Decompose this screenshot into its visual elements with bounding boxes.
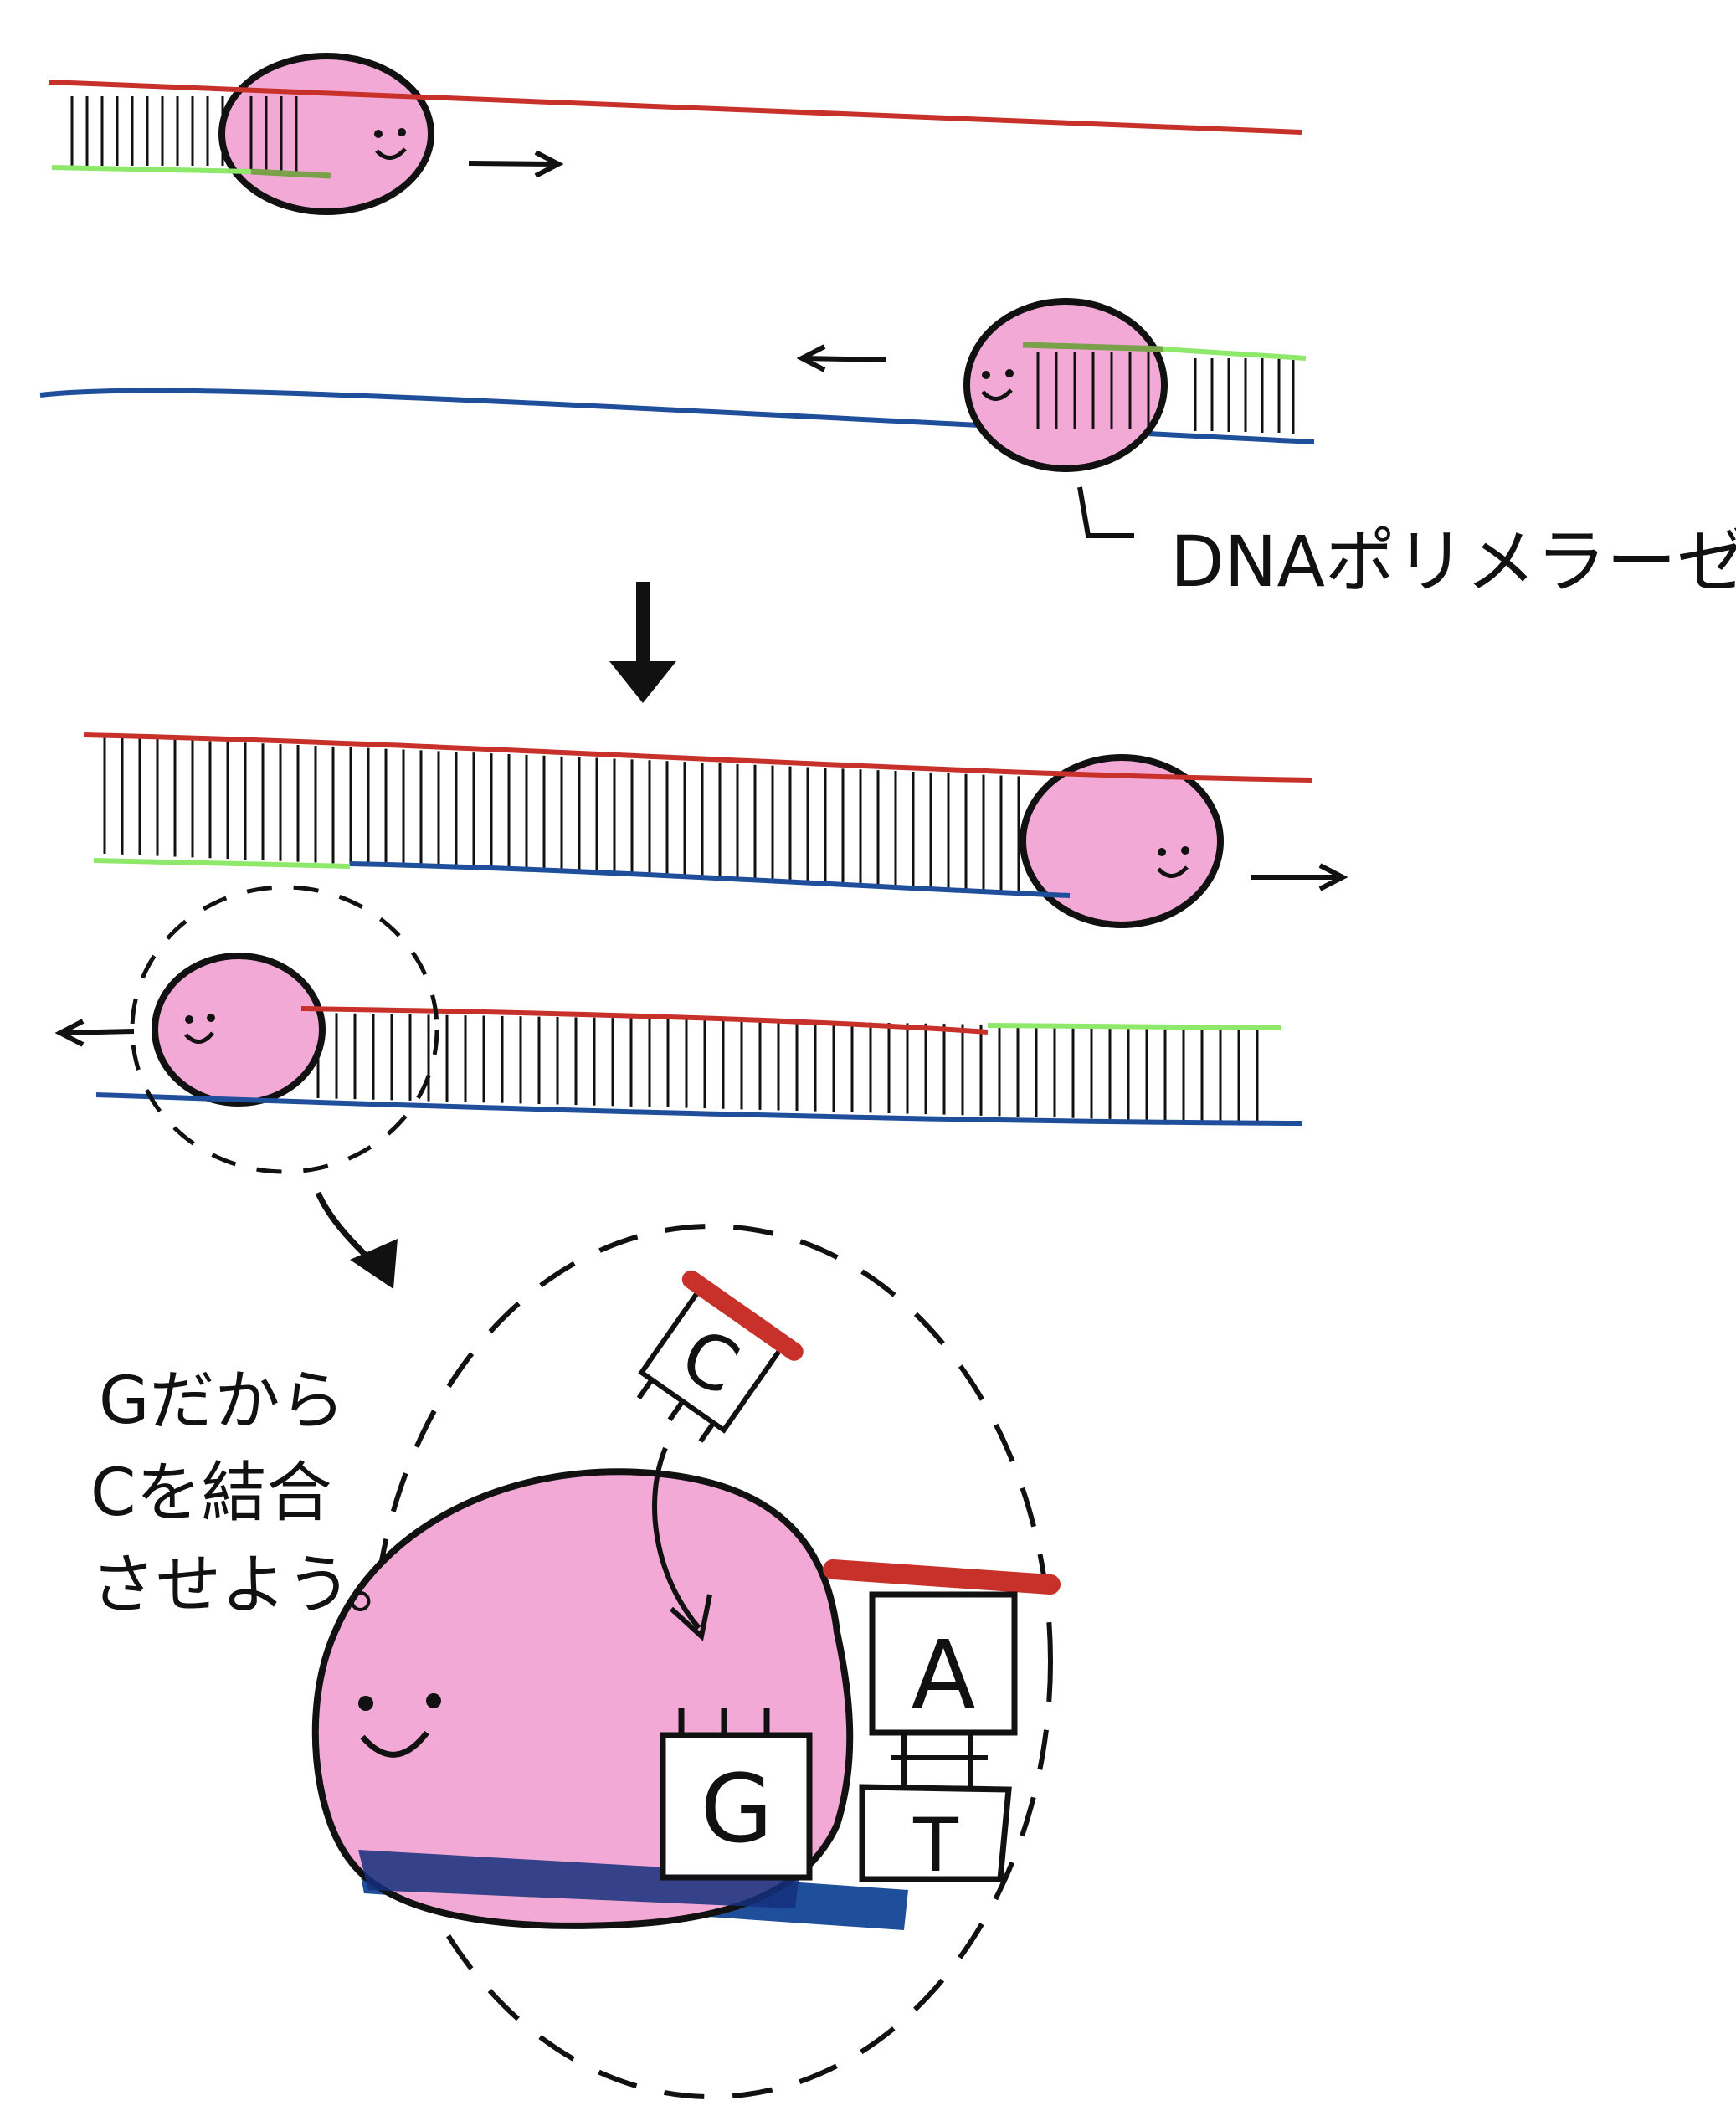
template-strand-red-step1 bbox=[48, 80, 1302, 135]
incoming-base-arrow bbox=[652, 1446, 701, 1630]
primer-green-in-polymerase-step1-bottom bbox=[1022, 342, 1164, 352]
zoomed-view-dashed-circle bbox=[370, 1224, 1053, 2099]
face-step1-top bbox=[374, 128, 407, 160]
zoom-arrow-head bbox=[350, 1239, 398, 1289]
step2-top-strand-group bbox=[83, 732, 1348, 928]
arrow-left-step2 bbox=[54, 1019, 135, 1047]
note-line-3: させよう。 bbox=[90, 1548, 413, 1623]
primer-green-in-polymerase-step1 bbox=[250, 168, 331, 179]
paired-nucleotide-a: A bbox=[869, 1591, 1018, 1736]
primer-green-step2-bottom bbox=[987, 1023, 1281, 1030]
face-zoom bbox=[358, 1693, 441, 1758]
face-step2-bottom bbox=[184, 1014, 215, 1044]
incoming-nucleotide-c: C bbox=[636, 1270, 804, 1443]
step1-top-strand-group bbox=[48, 53, 1302, 215]
note-line-1: Gだから bbox=[99, 1364, 345, 1439]
template-strand-blue-step2 bbox=[95, 1092, 1302, 1126]
base-pair-ticks-step2-top bbox=[103, 737, 1020, 892]
polymerase-step2-bottom bbox=[152, 953, 326, 1107]
new-strand-blue-step2 bbox=[349, 861, 1071, 898]
note-text-group: Gだから Cを結合 させよう。 bbox=[90, 1364, 413, 1623]
zoom-indicator-circle bbox=[130, 885, 439, 1174]
base-pair-ticks-step2-bottom bbox=[316, 1013, 1259, 1123]
hydrogen-bonds-a-t bbox=[891, 1733, 988, 1787]
primer-green-step2 bbox=[93, 858, 351, 869]
ticks-inside-polymerase-step1-bottom bbox=[1036, 352, 1150, 429]
paired-nucleotide-t: T bbox=[859, 1784, 1012, 1888]
arrow-left-step1 bbox=[796, 344, 886, 372]
base-pair-ticks-step1-top bbox=[70, 96, 239, 166]
polymerase-label: DNAポリメラーゼ bbox=[1170, 521, 1736, 603]
polymerase-callout-line bbox=[1077, 486, 1134, 538]
arrow-right-step2 bbox=[1251, 863, 1348, 891]
transition-arrow-down bbox=[609, 582, 676, 703]
template-strand-red-step2 bbox=[83, 732, 1313, 783]
polymerase-step1-bottom bbox=[963, 298, 1168, 472]
new-strand-red-step2 bbox=[300, 1006, 989, 1035]
step1-bottom-strand-group: DNAポリメラーゼ bbox=[39, 298, 1736, 603]
arrow-right-step1 bbox=[468, 150, 564, 178]
base-a-letter: A bbox=[912, 1621, 976, 1730]
template-strand-navy-under-polymerase bbox=[358, 1850, 799, 1908]
synthesized-strand-red-zoom bbox=[823, 1559, 1061, 1595]
incoming-base-arrow-head bbox=[669, 1594, 712, 1641]
template-nucleotide-g: G bbox=[660, 1708, 813, 1881]
primer-green-step1 bbox=[51, 165, 252, 174]
zoomed-view-group: C G A T bbox=[311, 1224, 1061, 2099]
note-line-2: Cを結合 bbox=[90, 1456, 331, 1531]
step2-bottom-strand-group bbox=[54, 885, 1302, 1289]
polymerase-step2-top bbox=[1020, 754, 1224, 928]
face-step1-bottom bbox=[981, 369, 1014, 401]
ticks-inside-polymerase-step1 bbox=[249, 96, 298, 172]
primer-green-step1-bottom bbox=[1163, 347, 1307, 361]
base-pair-ticks-step1-bottom bbox=[1194, 358, 1295, 434]
base-g-letter: G bbox=[701, 1755, 773, 1864]
face-step2-top bbox=[1157, 846, 1189, 878]
base-t-letter: T bbox=[912, 1802, 959, 1888]
